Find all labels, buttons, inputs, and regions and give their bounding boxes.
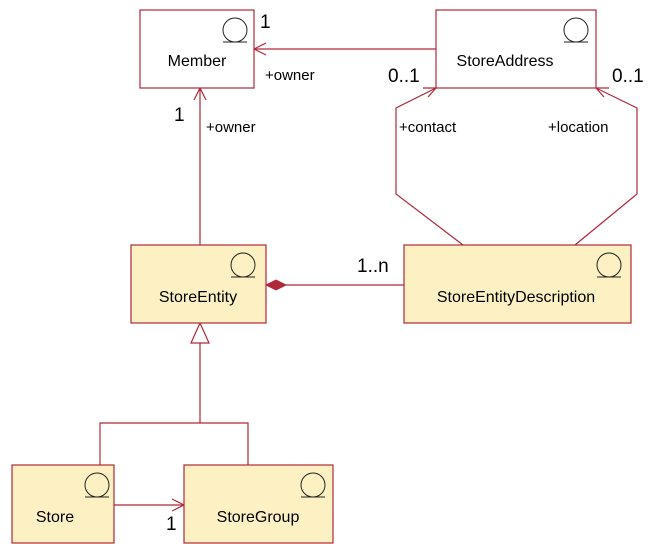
class-store-group[interactable]: StoreGroup — [183, 464, 334, 544]
assoc-entity-member — [193, 86, 207, 245]
mult-description: 1..n — [357, 256, 389, 277]
mult-member-bottom: 1 — [174, 105, 185, 126]
class-store-entity-name: StoreEntity — [159, 289, 237, 306]
class-store-group-name: StoreGroup — [217, 509, 300, 526]
class-store-name: Store — [36, 509, 74, 526]
class-store-entity[interactable]: StoreEntity — [130, 244, 267, 324]
class-store-address-name: StoreAddress — [457, 53, 554, 70]
assoc-address-member — [252, 42, 436, 56]
assoc-store-storegroup — [114, 498, 186, 512]
composition-entity-description — [264, 279, 404, 291]
role-location: +location — [548, 119, 608, 136]
class-store[interactable]: Store — [11, 464, 115, 544]
role-contact: +contact — [399, 119, 457, 136]
generalization-tree — [99, 321, 249, 465]
role-owner-left: +owner — [206, 119, 256, 136]
class-store-entity-description[interactable]: StoreEntityDescription — [403, 244, 632, 324]
assoc-location — [574, 87, 638, 246]
class-store-entity-description-name: StoreEntityDescription — [437, 289, 595, 306]
assoc-contact — [395, 87, 464, 246]
role-owner-top: +owner — [265, 67, 315, 84]
mult-address-right: 0..1 — [612, 66, 644, 87]
class-member[interactable]: Member — [139, 9, 255, 89]
class-member-name: Member — [168, 53, 227, 70]
mult-address-left: 0..1 — [388, 66, 420, 87]
mult-store-group: 1 — [166, 514, 177, 535]
mult-member-top: 1 — [260, 12, 271, 33]
class-store-address[interactable]: StoreAddress — [435, 9, 597, 89]
